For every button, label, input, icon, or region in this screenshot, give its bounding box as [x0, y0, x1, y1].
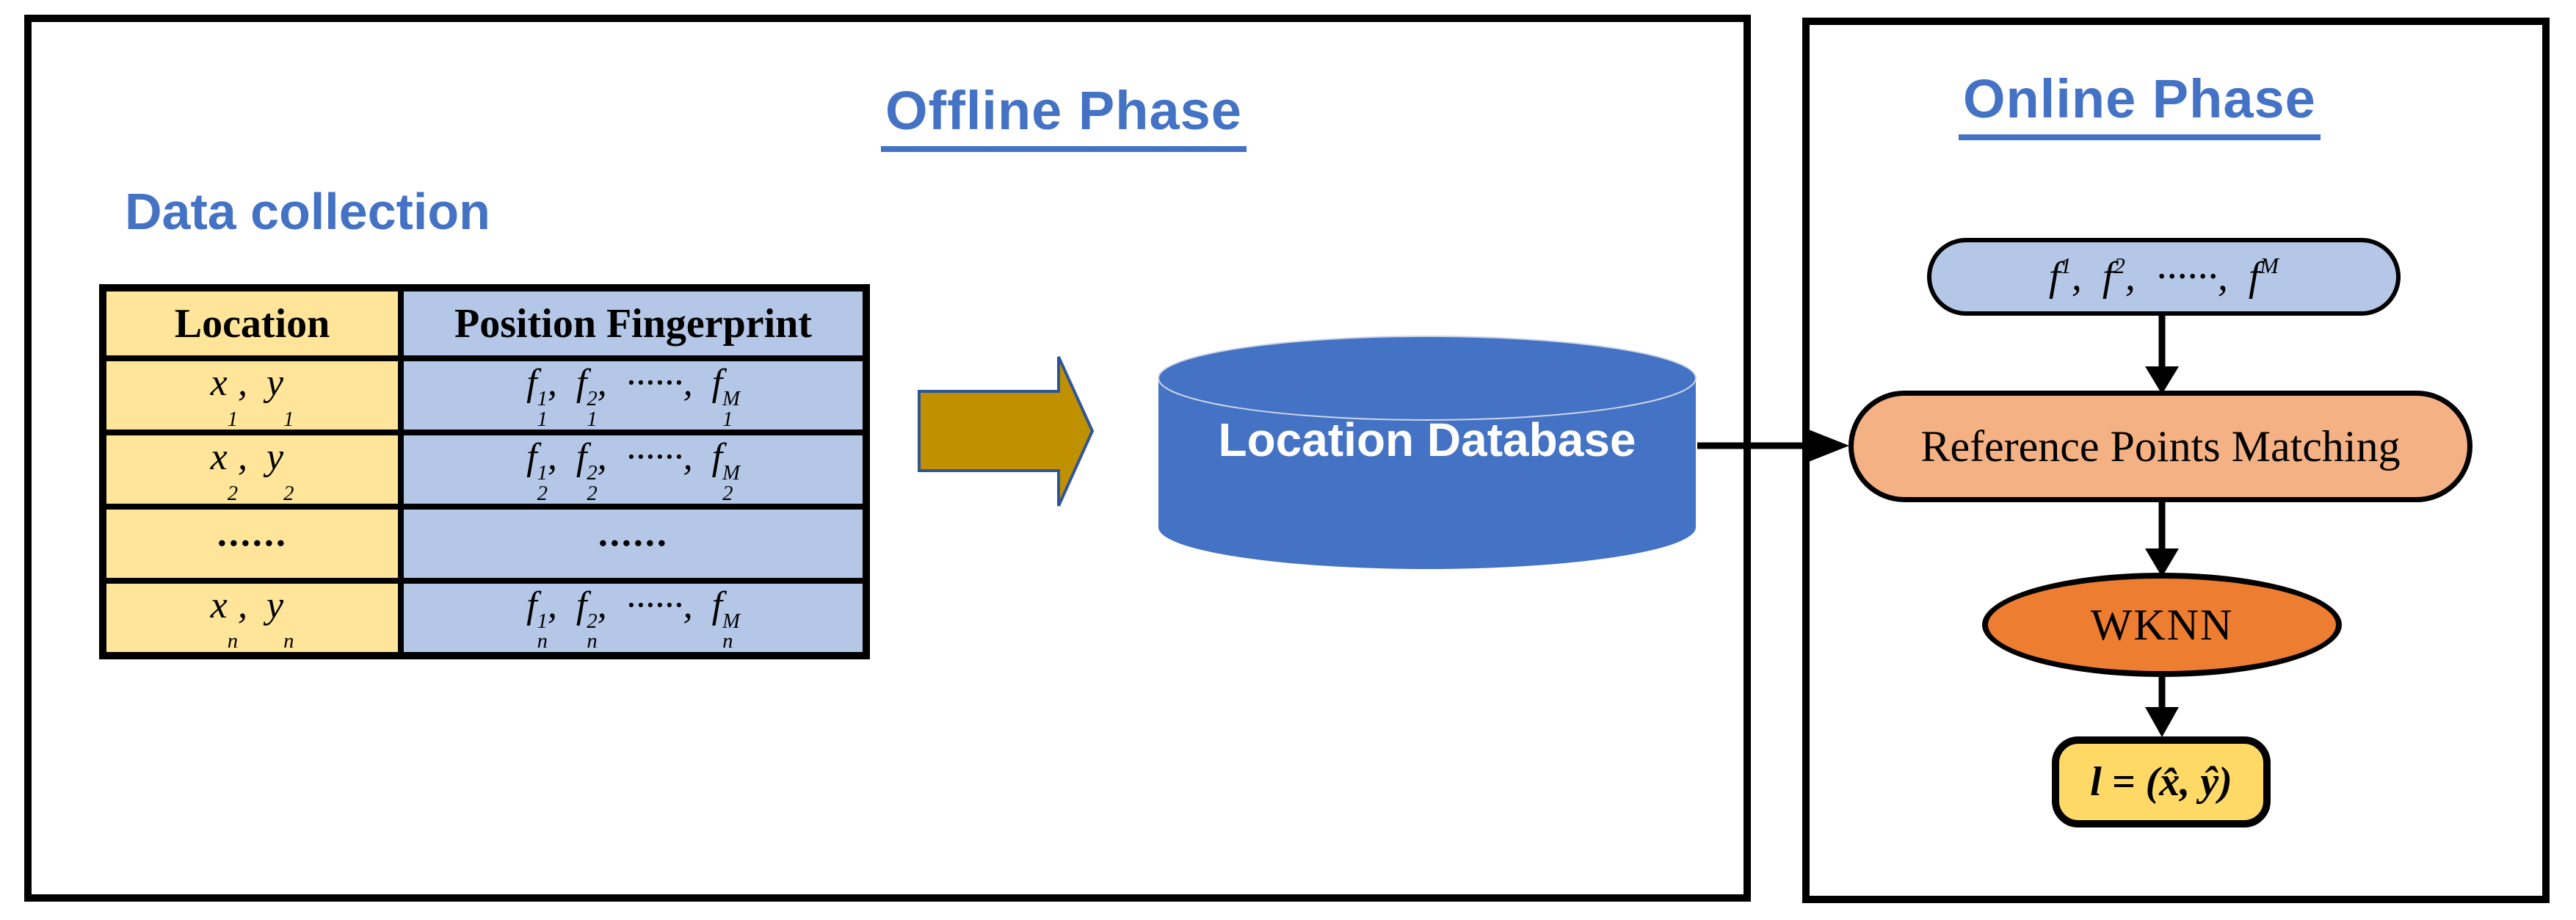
table-header-row: Location Position Fingerprint — [100, 285, 869, 361]
location-cell: x 2, y 2 — [100, 430, 404, 510]
wknn-node: WKNN — [1982, 573, 2342, 677]
offline-phase-title: Offline Phase — [881, 79, 1247, 152]
online-phase-title: Online Phase — [1959, 68, 2321, 140]
fingerprint-table: Location Position Fingerprint x 1, y 1 f… — [99, 284, 870, 659]
table-header-fingerprint: Position Fingerprint — [398, 285, 869, 361]
online-phase-title-text: Online Phase — [1959, 68, 2321, 140]
data-collection-label: Data collection — [125, 183, 490, 240]
location-cell: x n, y n — [100, 578, 404, 659]
reference-points-matching-node: Reference Points Matching — [1848, 391, 2472, 502]
offline-phase-title-text: Offline Phase — [881, 79, 1247, 152]
online-phase-panel — [1802, 18, 2550, 903]
location-cell: x 1, y 1 — [100, 355, 404, 435]
location-cell: ······ — [100, 504, 404, 584]
database-label: Location Database — [1218, 413, 1636, 466]
table-header-location: Location — [100, 285, 404, 361]
fingerprint-cell: ······ — [398, 504, 869, 584]
output-location-node: l = (x̂, ŷ) — [2052, 736, 2271, 827]
offline-phase-panel — [24, 15, 1751, 902]
table-row: ······ ······ — [100, 504, 869, 584]
